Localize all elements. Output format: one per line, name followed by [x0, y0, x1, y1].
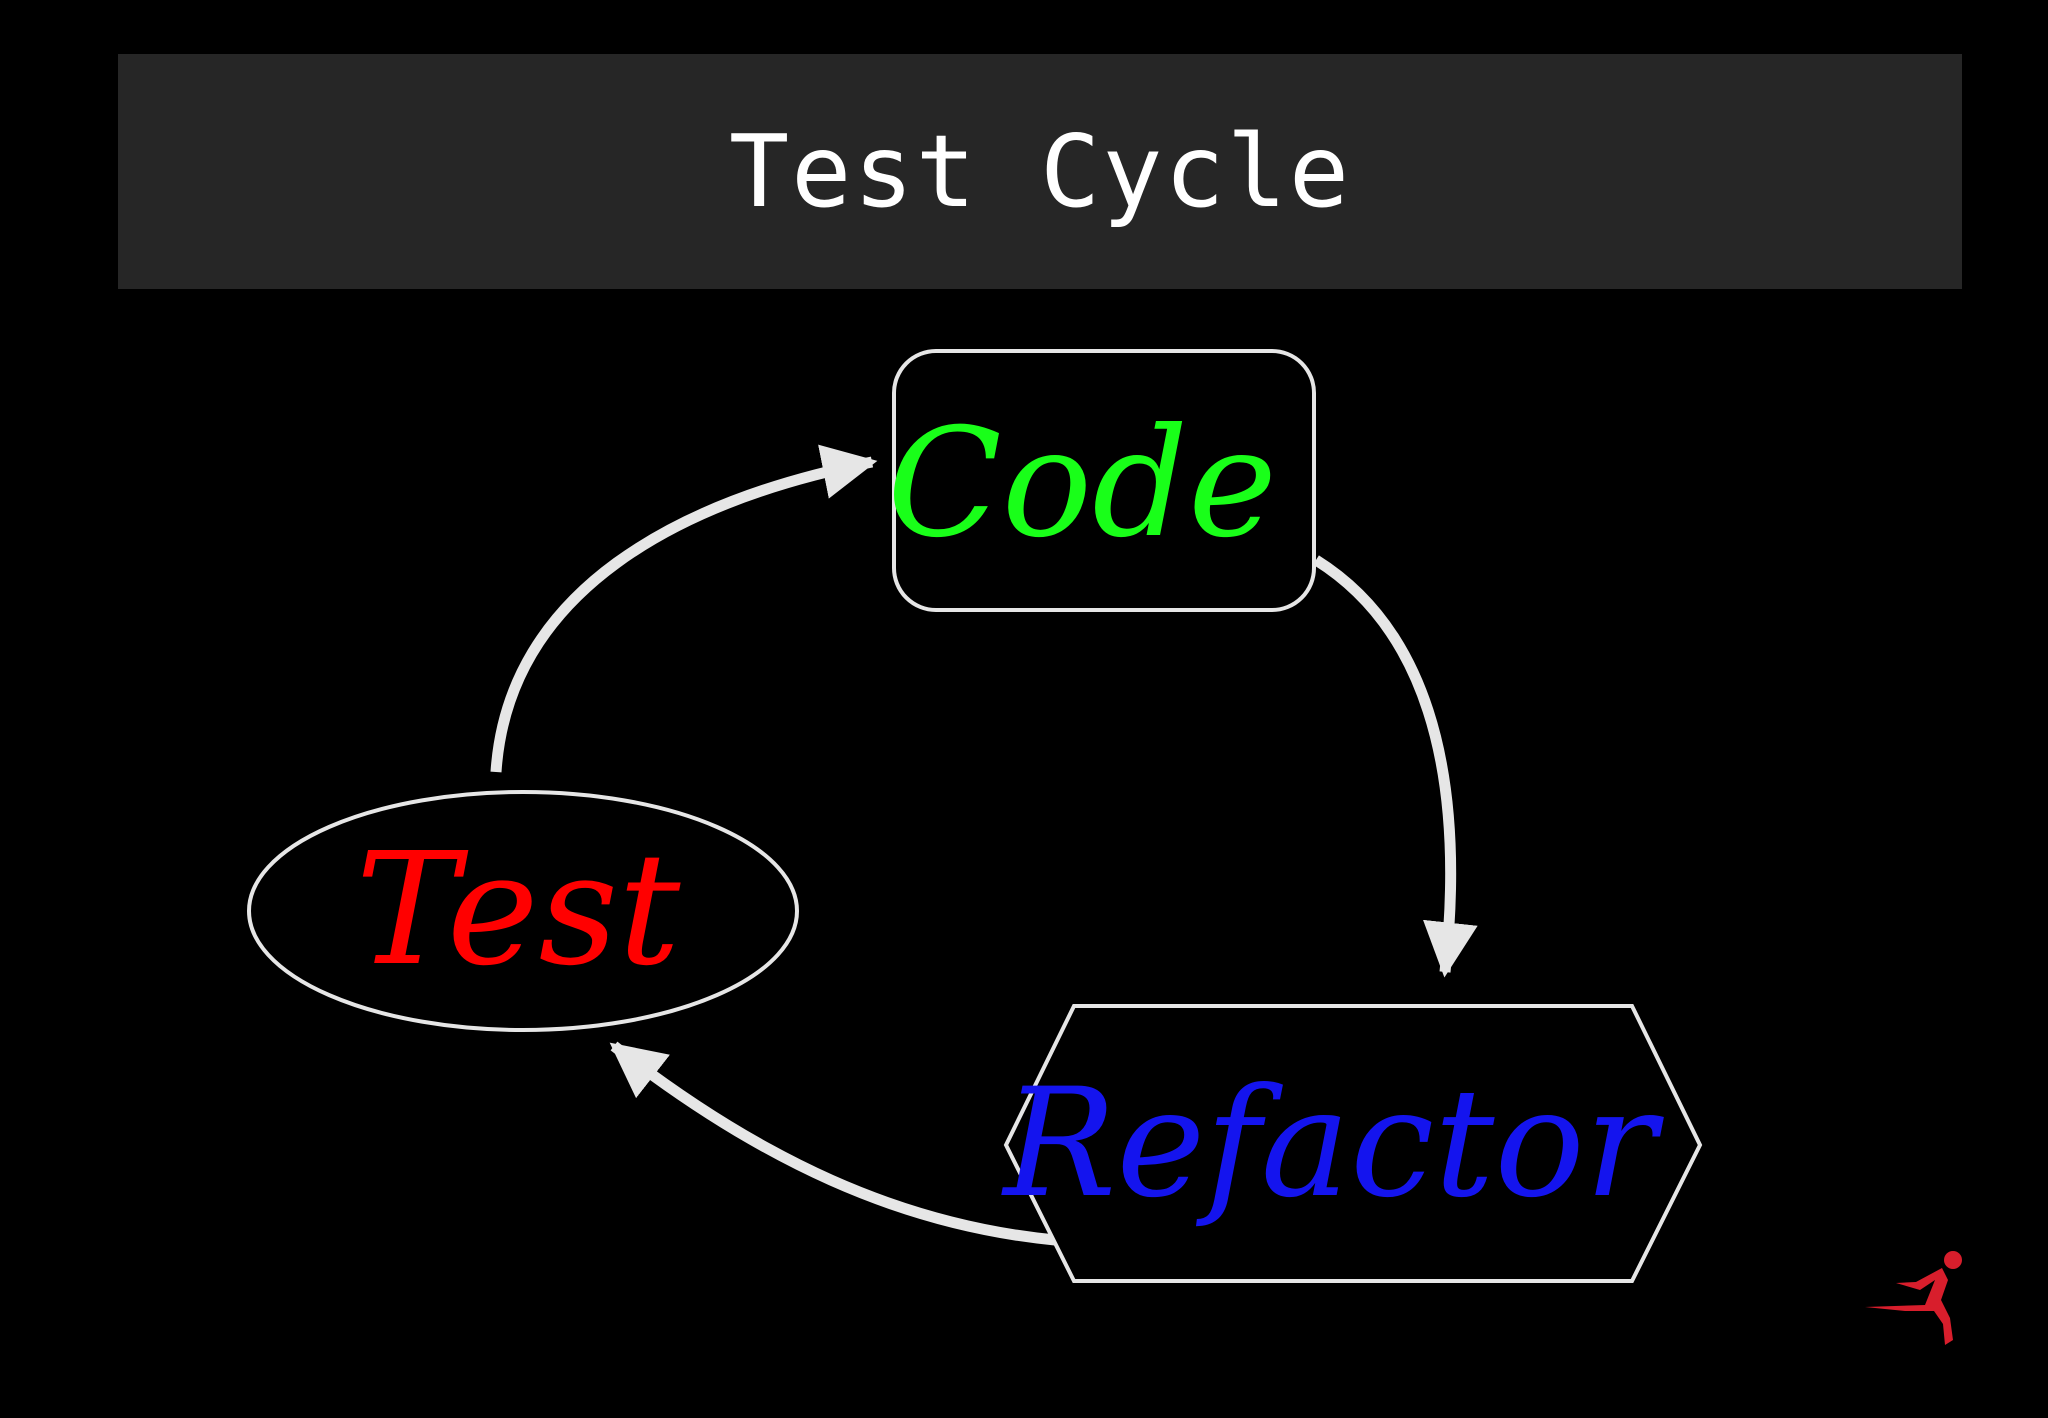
title-bar: Test Cycle	[118, 54, 1962, 289]
node-refactor-label: Refactor	[1001, 1057, 1665, 1231]
node-code: Code	[887, 349, 1316, 612]
node-refactor: Refactor	[1001, 1004, 1703, 1283]
node-test: Test	[247, 790, 799, 1032]
node-test-shape	[247, 790, 799, 1032]
slide-title: Test Cycle	[728, 112, 1352, 230]
edge-test-to-code	[490, 444, 878, 773]
node-code-shape	[892, 349, 1316, 612]
node-refactor-shape	[1003, 1004, 1703, 1283]
edge-refactor-to-test	[609, 1041, 1056, 1246]
node-test-label: Test	[356, 819, 682, 1000]
running-figure-icon	[1865, 1251, 1962, 1345]
edge-code-to-refactor	[1313, 555, 1478, 978]
node-code-label: Code	[887, 397, 1277, 571]
